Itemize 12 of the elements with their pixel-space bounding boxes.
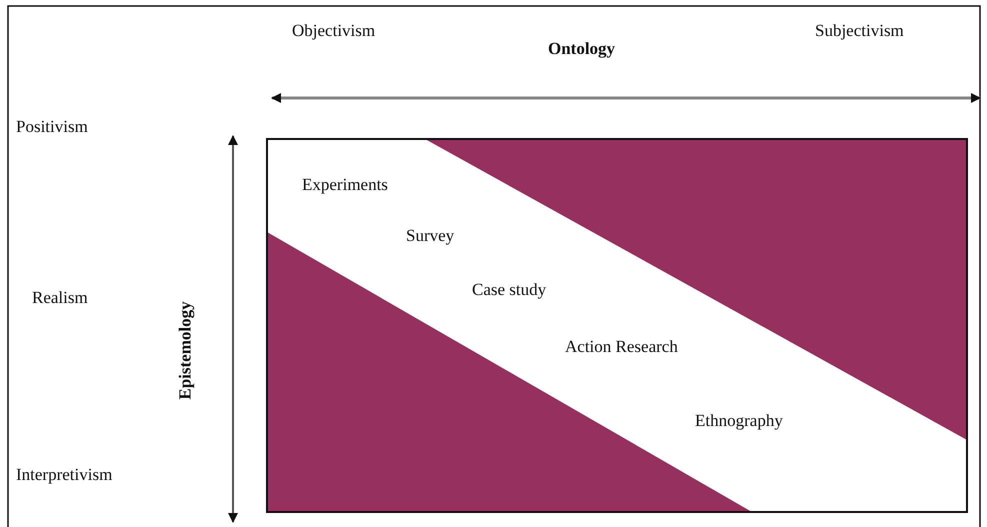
axis-label: Subjectivism <box>815 22 904 39</box>
axis-label: Positivism <box>16 118 88 135</box>
method-label: Action Research <box>565 338 678 355</box>
axis-label: Realism <box>32 289 88 306</box>
method-label: Ethnography <box>695 412 783 429</box>
axis-label: Objectivism <box>292 22 376 39</box>
method-label: Survey <box>406 227 454 244</box>
axis-title: Ontology <box>548 40 616 57</box>
axis-title: Epistemology <box>176 300 194 400</box>
method-label: Case study <box>472 281 546 298</box>
method-label: Experiments <box>302 176 388 193</box>
axis-label: Interpretivism <box>16 466 112 483</box>
